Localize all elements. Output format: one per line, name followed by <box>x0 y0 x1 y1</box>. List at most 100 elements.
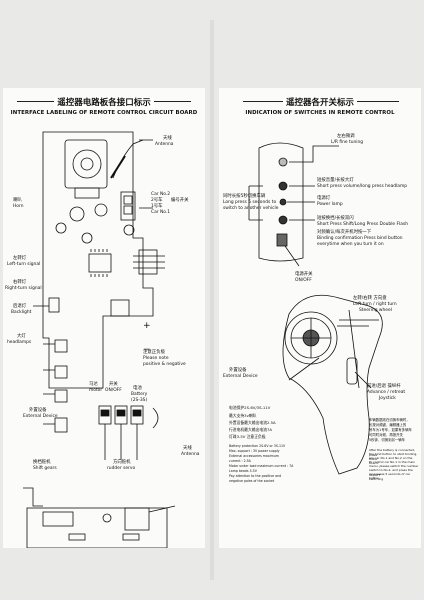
steer-label-en2: Steering wheel <box>359 308 392 313</box>
title-rule-left <box>243 101 287 102</box>
advance-label-cn: 前进/后退 操纵杆 <box>367 384 401 389</box>
headlamp-label-en: headlamps <box>7 340 32 345</box>
remote-control-diagram <box>248 142 383 475</box>
note-en-1: After the battery is connected, press <box>369 448 415 457</box>
shift-flash-button <box>278 215 288 225</box>
power-lamp-label-cn: 电源灯 <box>317 196 331 201</box>
right-title: 遥控器各开关标示 <box>219 96 421 108</box>
long5-label-en1: Long press 5 seconds to <box>223 200 277 205</box>
car2-label: Car No.2 <box>151 192 171 197</box>
power-switch <box>276 233 288 247</box>
lr-trim-label-en: L/R fine tuning <box>331 140 364 145</box>
motor-label-cn: 马达 <box>89 382 98 387</box>
ic-chip-1 <box>88 253 112 273</box>
shift-servo-connector <box>68 533 86 541</box>
note-en-7: long press 5 seconds of car switching <box>369 472 411 481</box>
advance-label-en2: Joystick <box>379 396 396 401</box>
car1-label-cn: 1号车 <box>151 204 163 209</box>
power-lamp-label-en: Power lamp <box>317 202 343 207</box>
car-number-switch <box>120 191 136 221</box>
volume-label-en: Short press volume/long press headlamp <box>317 184 408 189</box>
steer-label-cn: 左转/右转 方向盘 <box>353 296 387 301</box>
note-en-6: switch to No.2, and press the ON/OFF <box>369 468 413 477</box>
remote-top-face <box>258 142 304 262</box>
shift-gears-label-cn: 换档舵机 <box>33 460 51 465</box>
note-en-5: menu, please switch the number <box>369 464 419 468</box>
battery-label-cn: 电池 <box>133 386 142 391</box>
right-page: 遥控器各开关标示 INDICATION OF SWITCHES IN REMOT… <box>219 88 421 548</box>
polarity-label-en2: positive & negative <box>143 362 186 367</box>
shift-gears-label-en: Shift gears <box>33 466 57 471</box>
lr-trim-label-cn: 左右微调 <box>337 134 355 139</box>
external-device-label-cn: 外置设备 <box>229 368 247 373</box>
right-signal-label-en: Right-turn signal <box>5 286 42 291</box>
bind-label-en1: Binding confirmation Press bind button <box>317 236 403 241</box>
battery-spec: (2S-3S) <box>131 398 148 403</box>
external-device-label-cn: 外置设备 <box>29 408 47 413</box>
note-cn-5: 5秒钟，切换到另一辆车 <box>369 438 406 442</box>
battery-label-en: Battery <box>131 392 148 397</box>
rudder-servo-label-en: rudder servo <box>107 466 136 471</box>
car1-label: Car No.1 <box>151 210 171 215</box>
volume-headlamp-button <box>278 181 288 191</box>
bind-label-cn: 对频确认/每次开机时按一下 <box>317 230 372 235</box>
backlight-label-en: Backlight <box>11 310 32 315</box>
spec-cn-4: 行进电机最大输出电流7A <box>229 427 272 432</box>
spec-cn-1: 电池保护2S-6V/3S-11V <box>229 405 271 410</box>
page-fold <box>210 20 214 580</box>
number-switch-label: 编号开关 <box>171 198 189 203</box>
polarity-label-cn: 注意正负极 <box>143 350 165 355</box>
board-outline <box>42 131 154 389</box>
note-en-3: are car No.1 and No.2 on the board. <box>369 456 413 465</box>
horn-label-en: Horn <box>13 204 24 209</box>
minus-sign: − <box>143 345 151 355</box>
long5-label-cn: 同时长按5秒切换车辆 <box>223 194 266 199</box>
note-en-2: the bind button to start binding, there <box>369 452 418 461</box>
shift-flash-label-en: Short Press Shift/Long Press Double Flas… <box>317 222 409 227</box>
left-signal-connector <box>54 339 68 353</box>
switch-label-cn: 开关 <box>109 382 118 387</box>
spec-en-1: Battery protection 2S-6V or 3S-11V <box>229 444 286 448</box>
plus-sign: + <box>143 321 151 331</box>
right-signal-label-cn: 右转灯 <box>13 280 27 285</box>
speaker <box>72 149 102 179</box>
spec-en-6: Lamp beads 3-5V <box>229 469 257 473</box>
antenna2-label-en: Antenna <box>181 452 200 457</box>
headlamp-label-cn: 大灯 <box>17 334 26 339</box>
antenna-label-cn: 天线 <box>163 136 172 141</box>
spec-cn-3: 外置设备最大输出电流2.5A <box>229 420 276 425</box>
left-title: 遥控器电路板各接口标示 <box>3 96 205 108</box>
antenna-wire <box>112 139 144 179</box>
note-cn-1: 车辆数据线在切换车辆时， <box>369 418 410 422</box>
left-page: 遥控器电路板各接口标示 INTERFACE LABELING OF REMOTE… <box>3 88 205 548</box>
title-rule-left <box>17 101 59 102</box>
external-device-label-en: External Device <box>23 414 58 419</box>
left-subtitle: INTERFACE LABELING OF REMOTE CONTROL CIR… <box>10 110 198 116</box>
left-signal-label-cn: 左转灯 <box>13 256 27 261</box>
shift-flash-label-cn: 短按换挡/长按双闪 <box>317 216 354 221</box>
spec-en-7: Pay attention to the positive and <box>229 474 282 478</box>
volume-label-cn: 短按音量/长按大灯 <box>317 178 354 183</box>
polarity-label-en1: Please note <box>143 356 169 361</box>
left-signal-label-en: Left-turn signal <box>7 262 41 267</box>
note-cn-3: 号车为1号车，如果有多辆车 <box>369 428 412 432</box>
steer-label-en1: Left turn / right turn <box>353 302 397 307</box>
rudder-servo-connector <box>122 533 140 541</box>
lr-trim-button <box>278 157 288 167</box>
note-cn-4: 可同时对频，再按开关 <box>369 433 403 437</box>
ic-chip-2 <box>110 299 130 317</box>
headlamp-connector <box>54 417 68 433</box>
onoff-label-en: ON/OFF <box>295 278 312 283</box>
onoff-label-cn: 电源开关 <box>295 272 313 277</box>
spec-cn-2: 最大支持3v喇叭 <box>229 413 257 418</box>
power-lamp <box>279 198 287 206</box>
note-en-8: button <box>369 476 379 480</box>
spec-en-4: current : 2.5A <box>229 459 251 463</box>
backlight-label-cn: 后退灯 <box>13 304 27 309</box>
horn-connector <box>48 297 60 313</box>
bind-label-en2: everytime when you turn it on <box>317 242 384 247</box>
horn-label-cn: 喇叭 <box>13 198 22 203</box>
right-subtitle: INDICATION OF SWITCHES IN REMOTE CONTROL <box>245 110 395 116</box>
motor-label-en: motor <box>89 388 103 393</box>
spec-en-8: negative poles of the socket <box>229 479 275 483</box>
